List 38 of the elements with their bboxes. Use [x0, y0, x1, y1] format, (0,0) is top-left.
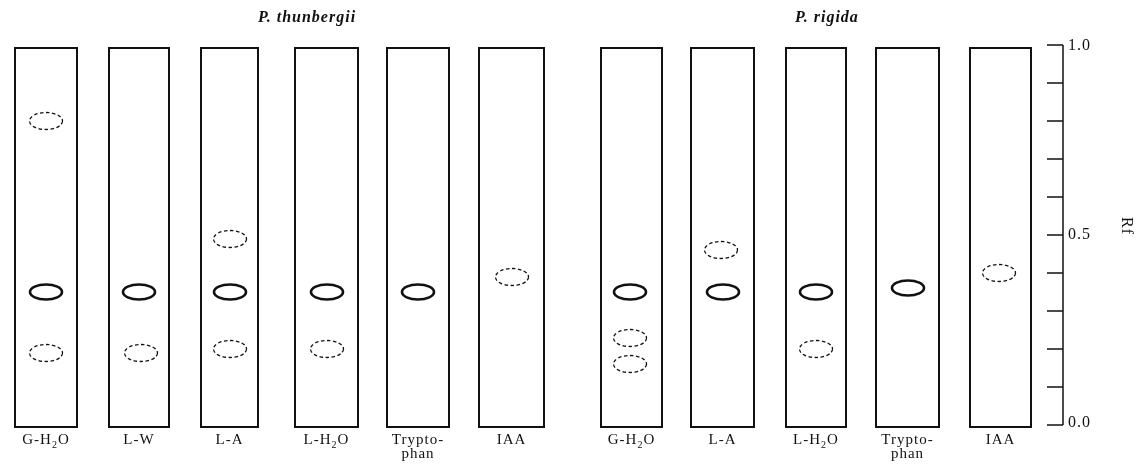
dashed-spot — [28, 111, 64, 131]
strip-label: L-H$_{2}$O — [303, 432, 350, 452]
dashed-spot — [211, 228, 248, 249]
solid-spot — [798, 282, 834, 302]
strip-label: IAA — [985, 432, 1016, 446]
species-title: P. thunbergii — [258, 8, 357, 26]
dashed-spot — [611, 354, 648, 375]
dashed-spot — [611, 327, 648, 348]
species-title: P. rigida — [795, 8, 859, 26]
solid-spot — [400, 282, 436, 302]
strip-label: G-H$_{2}$O — [607, 432, 656, 452]
axis-tick-label: 1.0 — [1068, 36, 1091, 54]
strip-label: IAA — [496, 432, 527, 446]
solid-spot — [889, 278, 926, 299]
dashed-spot — [702, 240, 739, 261]
solid-spot — [211, 282, 248, 302]
axis-tick-label: 0.5 — [1068, 225, 1091, 243]
strip-label: L-W — [123, 432, 155, 446]
strip-label: L-A — [215, 432, 244, 446]
strip-label: L-H$_{2}$O — [793, 432, 839, 452]
strip-label: Trypto- phan — [880, 432, 935, 460]
solid-spot — [121, 282, 157, 302]
dashed-spot — [28, 342, 64, 363]
dashed-spot — [798, 339, 834, 359]
dashed-spot — [308, 339, 345, 359]
axis-title: Rf — [1118, 217, 1136, 235]
axis-tick-label: 0.0 — [1068, 413, 1091, 431]
strip-label: G-H$_{2}$O — [22, 432, 70, 452]
dashed-spot — [980, 263, 1017, 283]
solid-spot — [308, 282, 345, 302]
dashed-spot — [123, 342, 159, 363]
solid-spot — [704, 282, 741, 302]
strip-label: L-A — [708, 432, 737, 446]
solid-spot — [28, 282, 64, 302]
dashed-spot — [493, 266, 530, 287]
strip-label: Trypto- phan — [390, 432, 446, 460]
solid-spot — [611, 282, 648, 302]
dashed-spot — [211, 339, 248, 359]
